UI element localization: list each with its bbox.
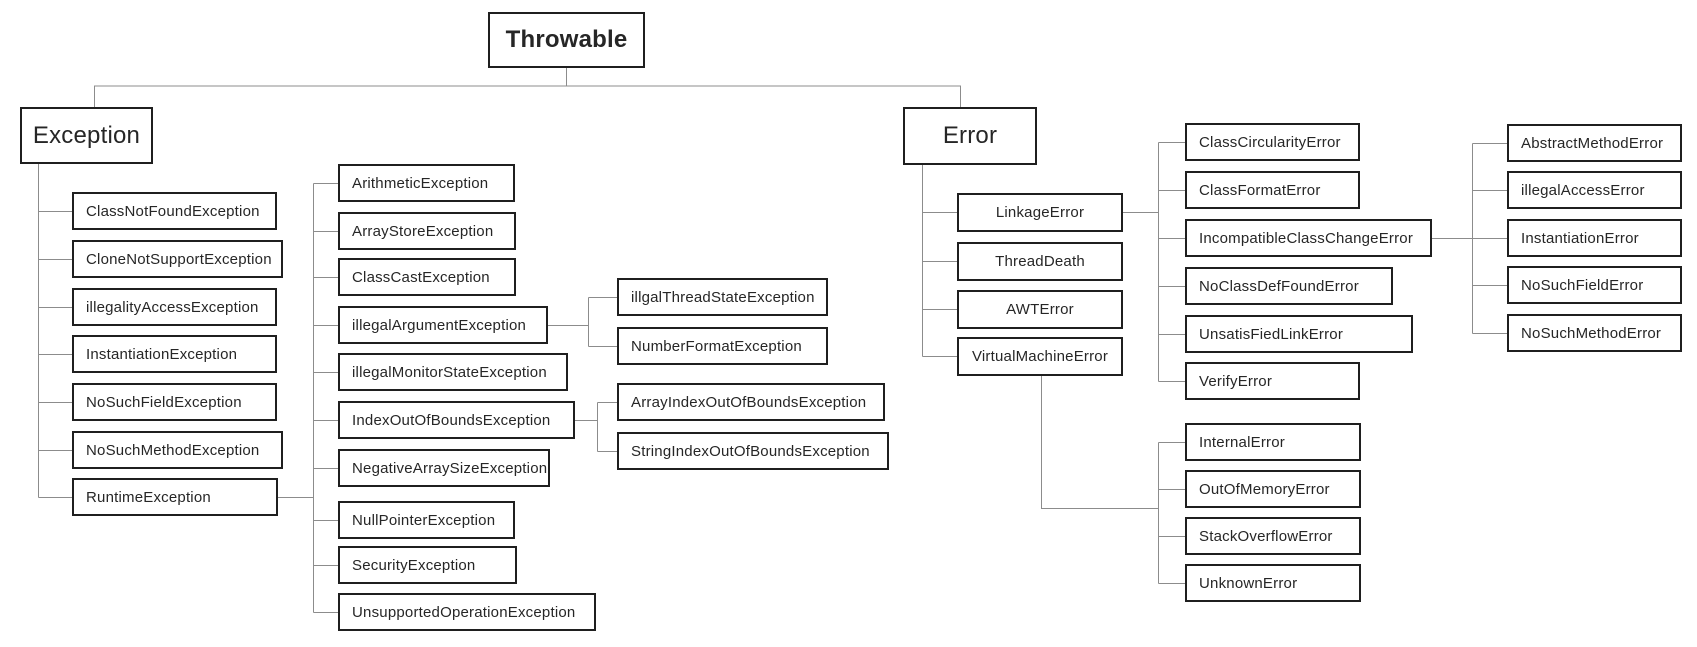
node-unsupported-operation-exception: UnsupportedOperationException — [338, 593, 596, 631]
wire-error-children — [922, 165, 957, 357]
node-no-class-def-found-error: NoClassDefFoundError — [1185, 267, 1393, 305]
node-instantiation-error: InstantiationError — [1507, 219, 1682, 257]
node-class-format-error: ClassFormatError — [1185, 171, 1360, 209]
node-error: Error — [903, 107, 1037, 165]
node-illegal-access-error: illegalAccessError — [1507, 171, 1682, 209]
wire-incompatible-children — [1432, 143, 1507, 334]
node-abstract-method-error: AbstractMethodError — [1507, 124, 1682, 162]
node-no-such-method-exception: NoSuchMethodException — [72, 431, 283, 469]
node-instantiation-exception: InstantiationException — [72, 335, 277, 373]
node-string-index-out-of-bounds-exception: StringIndexOutOfBoundsException — [617, 432, 889, 470]
node-runtime-exception: RuntimeException — [72, 478, 278, 516]
node-verify-error: VerifyError — [1185, 362, 1360, 400]
wire-virtualmachine-children — [1041, 376, 1185, 584]
node-class-cast-exception: ClassCastException — [338, 258, 516, 296]
node-number-format-exception: NumberFormatException — [617, 327, 828, 365]
node-array-index-out-of-bounds-exception: ArrayIndexOutOfBoundsException — [617, 383, 885, 421]
node-arithmetic-exception: ArithmeticException — [338, 164, 515, 202]
node-null-pointer-exception: NullPointerException — [338, 501, 515, 539]
node-stack-overflow-error: StackOverflowError — [1185, 517, 1361, 555]
node-out-of-memory-error: OutOfMemoryError — [1185, 470, 1361, 508]
node-unknown-error: UnknownError — [1185, 564, 1361, 602]
node-virtual-machine-error: VirtualMachineError — [957, 337, 1123, 376]
node-illegality-access-exception: illegalityAccessException — [72, 288, 277, 326]
wire-throwable-children — [94, 68, 961, 107]
wire-runtime-children — [278, 183, 338, 613]
wire-linkage-children — [1123, 142, 1185, 382]
node-index-out-of-bounds-exception: IndexOutOfBoundsException — [338, 401, 575, 439]
node-array-store-exception: ArrayStoreException — [338, 212, 516, 250]
node-thread-death: ThreadDeath — [957, 242, 1123, 281]
node-internal-error: InternalError — [1185, 423, 1361, 461]
node-class-not-found-exception: ClassNotFoundException — [72, 192, 277, 230]
node-linkage-error: LinkageError — [957, 193, 1123, 232]
wire-exception-children — [38, 164, 72, 498]
node-unsatisfied-link-error: UnsatisFiedLinkError — [1185, 315, 1413, 353]
wire-indexoutofbounds-children — [575, 402, 617, 452]
node-no-such-field-error: NoSuchFieldError — [1507, 266, 1682, 304]
wire-illegalargument-children — [548, 297, 617, 347]
node-illegal-argument-exception: illegalArgumentException — [338, 306, 548, 344]
node-awt-error: AWTError — [957, 290, 1123, 329]
node-exception: Exception — [20, 107, 153, 164]
node-clone-not-support-exception: CloneNotSupportException — [72, 240, 283, 278]
node-illegal-monitor-state-exception: illegalMonitorStateException — [338, 353, 568, 391]
node-incompatible-class-change-error: IncompatibleClassChangeError — [1185, 219, 1432, 257]
node-no-such-method-error: NoSuchMethodError — [1507, 314, 1682, 352]
node-class-circularity-error: ClassCircularityError — [1185, 123, 1360, 161]
node-throwable: Throwable — [488, 12, 645, 68]
node-no-such-field-exception: NoSuchFieldException — [72, 383, 277, 421]
node-security-exception: SecurityException — [338, 546, 517, 584]
node-negative-array-size-exception: NegativeArraySizeException — [338, 449, 550, 487]
node-illgal-thread-state-exception: illgalThreadStateException — [617, 278, 828, 316]
